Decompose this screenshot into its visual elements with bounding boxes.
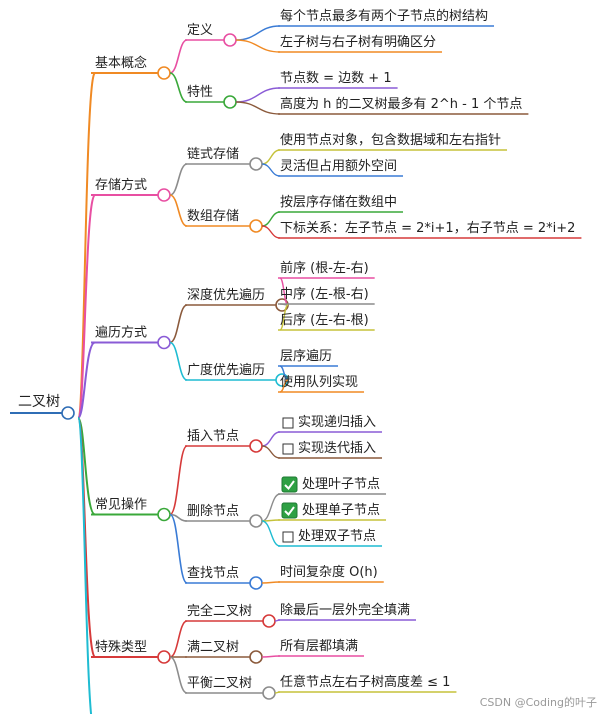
branch-topic-label: 常见操作 [95, 497, 147, 513]
connector-line [169, 656, 188, 694]
root-topic-label: 二叉树 [18, 394, 60, 410]
connector-line [261, 493, 281, 522]
subtopic-label: 完全二叉树 [187, 603, 252, 619]
leaf-topic-label: 节点数 = 边数 + 1 [280, 71, 392, 86]
connector-line [261, 225, 281, 239]
leaf-topic-label: 后序 (左-右-根) [280, 313, 369, 328]
connector-line [262, 581, 281, 584]
leaf-topic-label: 按层序存储在数组中 [280, 195, 397, 210]
watermark: CSDN @Coding的叶子 [479, 696, 597, 709]
subtopic-label: 链式存储 [187, 147, 239, 162]
root-collapse-toggle[interactable] [61, 406, 75, 420]
subtopic-label: 满二叉树 [187, 640, 239, 655]
connector-line [236, 25, 281, 41]
connector-line [236, 87, 281, 103]
checkbox-checked-icon[interactable] [281, 476, 298, 493]
subtopic-label: 深度优先遍历 [187, 287, 265, 303]
subtopic-collapse-toggle[interactable] [262, 614, 276, 628]
subtopic-label: 广度优先遍历 [187, 362, 265, 378]
branch-topic-label: 遍历方式 [95, 325, 147, 341]
subtopic-collapse-toggle[interactable] [249, 157, 263, 171]
connector-line [279, 304, 289, 331]
leaf-topic-label: 处理叶子节点 [302, 477, 380, 492]
branch-collapse-toggle[interactable] [157, 66, 171, 80]
connector-line [261, 149, 281, 165]
leaf-topic-label: 高度为 h 的二叉树最多有 2^h - 1 个节点 [280, 96, 522, 112]
subtopic-collapse-toggle[interactable] [223, 95, 237, 109]
leaf-topic-label: 使用队列实现 [280, 374, 358, 390]
branch-collapse-toggle[interactable] [157, 650, 171, 664]
trunk-connector [77, 194, 96, 419]
connector-line [261, 211, 281, 227]
connector-line [236, 101, 281, 115]
subtopic-collapse-toggle[interactable] [249, 219, 263, 233]
connector-line [169, 445, 188, 516]
connector-line [169, 194, 188, 227]
leaf-topic-label: 中序 (左-根-右) [280, 287, 369, 302]
leaf-topic-label: 处理单子节点 [302, 503, 380, 518]
checkmark-icon [284, 506, 295, 517]
connector-line [169, 39, 188, 74]
subtopic-label: 定义 [187, 23, 213, 38]
checkbox-checked-icon[interactable] [281, 502, 298, 519]
leaf-topic-label: 下标关系：左子节点 = 2*i+1，右子节点 = 2*i+2 [280, 221, 575, 236]
subtopic-collapse-toggle[interactable] [249, 514, 263, 528]
connector-line [169, 72, 188, 103]
connector-line [236, 39, 281, 53]
subtopic-label: 平衡二叉树 [187, 676, 252, 691]
subtopic-label: 插入节点 [187, 429, 239, 444]
subtopic-label: 特性 [187, 85, 213, 100]
subtopic-collapse-toggle[interactable] [262, 686, 276, 700]
trunk-connector [77, 341, 96, 419]
leaf-topic-label: 除最后一层外完全填满 [280, 602, 410, 618]
leaf-topic-label: 使用节点对象，包含数据域和左右指针 [280, 132, 501, 148]
connector-line [169, 341, 188, 381]
leaf-topic-label: 实现递归插入 [298, 415, 376, 430]
branch-collapse-toggle[interactable] [157, 335, 171, 350]
branch-topic-label: 特殊类型 [95, 640, 147, 655]
leaf-topic-label: 处理双子节点 [298, 529, 376, 544]
branch-collapse-toggle[interactable] [157, 188, 171, 202]
subtopic-label: 数组存储 [187, 209, 239, 224]
connector-line [261, 445, 281, 459]
trunk-connector [77, 417, 93, 714]
subtopic-collapse-toggle[interactable] [249, 650, 263, 664]
subtopic-collapse-toggle[interactable] [249, 439, 263, 453]
branch-topic-label: 存储方式 [95, 177, 147, 193]
connector-line [261, 163, 281, 177]
connector-line [169, 304, 188, 344]
leaf-topic-label: 任意节点左右子树高度差 ≤ 1 [280, 674, 450, 690]
connector-line [262, 655, 281, 658]
leaf-topic-label: 时间复杂度 O(h) [280, 564, 378, 580]
branch-collapse-toggle[interactable] [157, 507, 171, 522]
subtopic-label: 查找节点 [187, 566, 239, 581]
leaf-topic-label: 前序 (根-左-右) [280, 260, 369, 276]
connector-line [261, 431, 281, 447]
connector-line [169, 163, 188, 196]
leaf-topic-label: 每个节点最多有两个子节点的树结构 [280, 8, 488, 24]
leaf-topic-label: 所有层都填满 [280, 639, 358, 654]
checkbox-empty-icon[interactable] [282, 531, 294, 543]
subtopic-label: 删除节点 [187, 504, 239, 519]
leaf-topic-label: 实现迭代插入 [298, 441, 376, 456]
connector-line [169, 513, 188, 584]
leaf-topic-label: 灵活但占用额外空间 [280, 159, 397, 174]
connector-line [169, 620, 188, 658]
leaf-topic-label: 层序遍历 [280, 348, 332, 364]
subtopic-collapse-toggle[interactable] [249, 576, 263, 590]
connector-line [261, 520, 281, 547]
checkbox-empty-icon[interactable] [282, 417, 294, 429]
checkbox-empty-icon[interactable] [282, 443, 294, 455]
branch-topic-label: 基本概念 [95, 55, 147, 71]
leaf-topic-label: 左子树与右子树有明确区分 [280, 35, 436, 50]
subtopic-collapse-toggle[interactable] [223, 33, 237, 47]
checkmark-icon [284, 480, 295, 491]
